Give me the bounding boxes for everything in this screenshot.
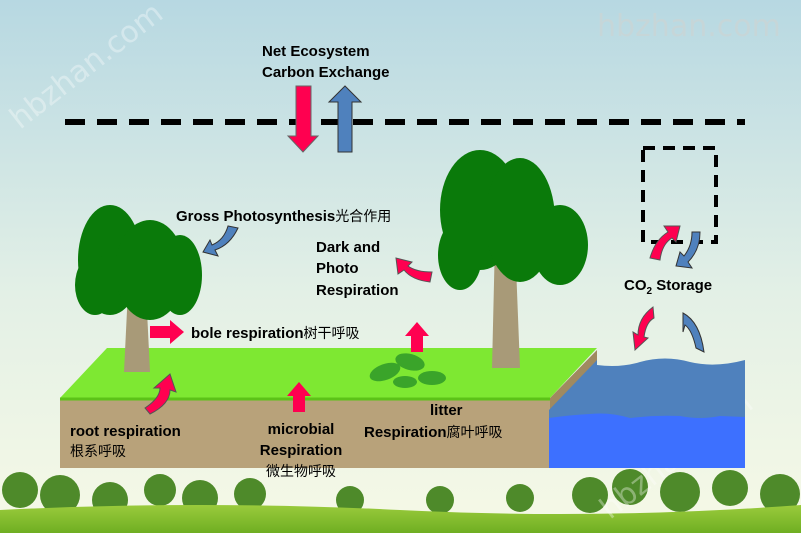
nee-release-arrow <box>286 85 320 153</box>
litter-respiration-cn: 腐叶呼吸 <box>447 424 503 441</box>
microbial-label-line1: microbial <box>268 421 335 438</box>
water-uptake-arrow <box>682 312 705 353</box>
litter-respiration-arrow <box>405 322 429 352</box>
co2-storage-text: Storage <box>652 277 712 294</box>
bole-respiration-cn: 树干呼吸 <box>304 326 360 342</box>
dark-photo-label-line3: Respiration <box>316 282 399 299</box>
microbial-respiration-arrow <box>287 382 311 412</box>
root-respiration-arrow <box>144 373 177 415</box>
watermark: hbzhan.com <box>597 9 781 44</box>
storage-uptake-arrow <box>675 231 701 269</box>
canopy-respiration-arrow <box>395 257 433 283</box>
nee-uptake-arrow <box>327 85 363 153</box>
root-respiration-cn: 根系呼吸 <box>70 444 126 460</box>
gross-photosynthesis-cn: 光合作用 <box>335 209 391 225</box>
background-treeline <box>0 469 801 533</box>
tree-right <box>438 150 588 368</box>
dark-photo-label-line1: Dark and <box>316 239 380 256</box>
root-respiration-label: root respiration <box>70 423 181 440</box>
storage-release-arrow <box>649 225 681 261</box>
photosynthesis-uptake-arrow <box>202 225 239 257</box>
bole-respiration-arrow <box>150 320 184 344</box>
water-release-arrow <box>632 306 655 352</box>
microbial-label-line2: Respiration <box>260 442 343 459</box>
nee-label-line2: Carbon Exchange <box>262 64 390 81</box>
litter-label-line2: Respiration腐叶呼吸 <box>364 424 503 441</box>
gross-photosynthesis-label: Gross Photosynthesis光合作用 <box>176 208 391 225</box>
litter-label-line1: litter <box>430 402 463 419</box>
bole-respiration-en: bole respiration <box>191 325 304 342</box>
co2-storage-box <box>641 146 718 244</box>
microbial-label-cn: 微生物呼吸 <box>266 464 336 480</box>
tree-left <box>75 205 202 372</box>
co2-prefix: CO <box>624 277 647 294</box>
bole-respiration-label: bole respiration树干呼吸 <box>191 325 360 342</box>
litter-respiration-en: Respiration <box>364 424 447 441</box>
co2-subscript: 2 <box>647 286 653 297</box>
gross-photosynthesis-en: Gross Photosynthesis <box>176 208 335 225</box>
co2-storage-label: CO2 Storage <box>624 277 712 297</box>
nee-label-line1: Net Ecosystem <box>262 43 370 60</box>
dark-photo-label-line2: Photo <box>316 260 359 277</box>
water-body <box>549 358 745 468</box>
litter-leaves-icon <box>369 353 446 388</box>
